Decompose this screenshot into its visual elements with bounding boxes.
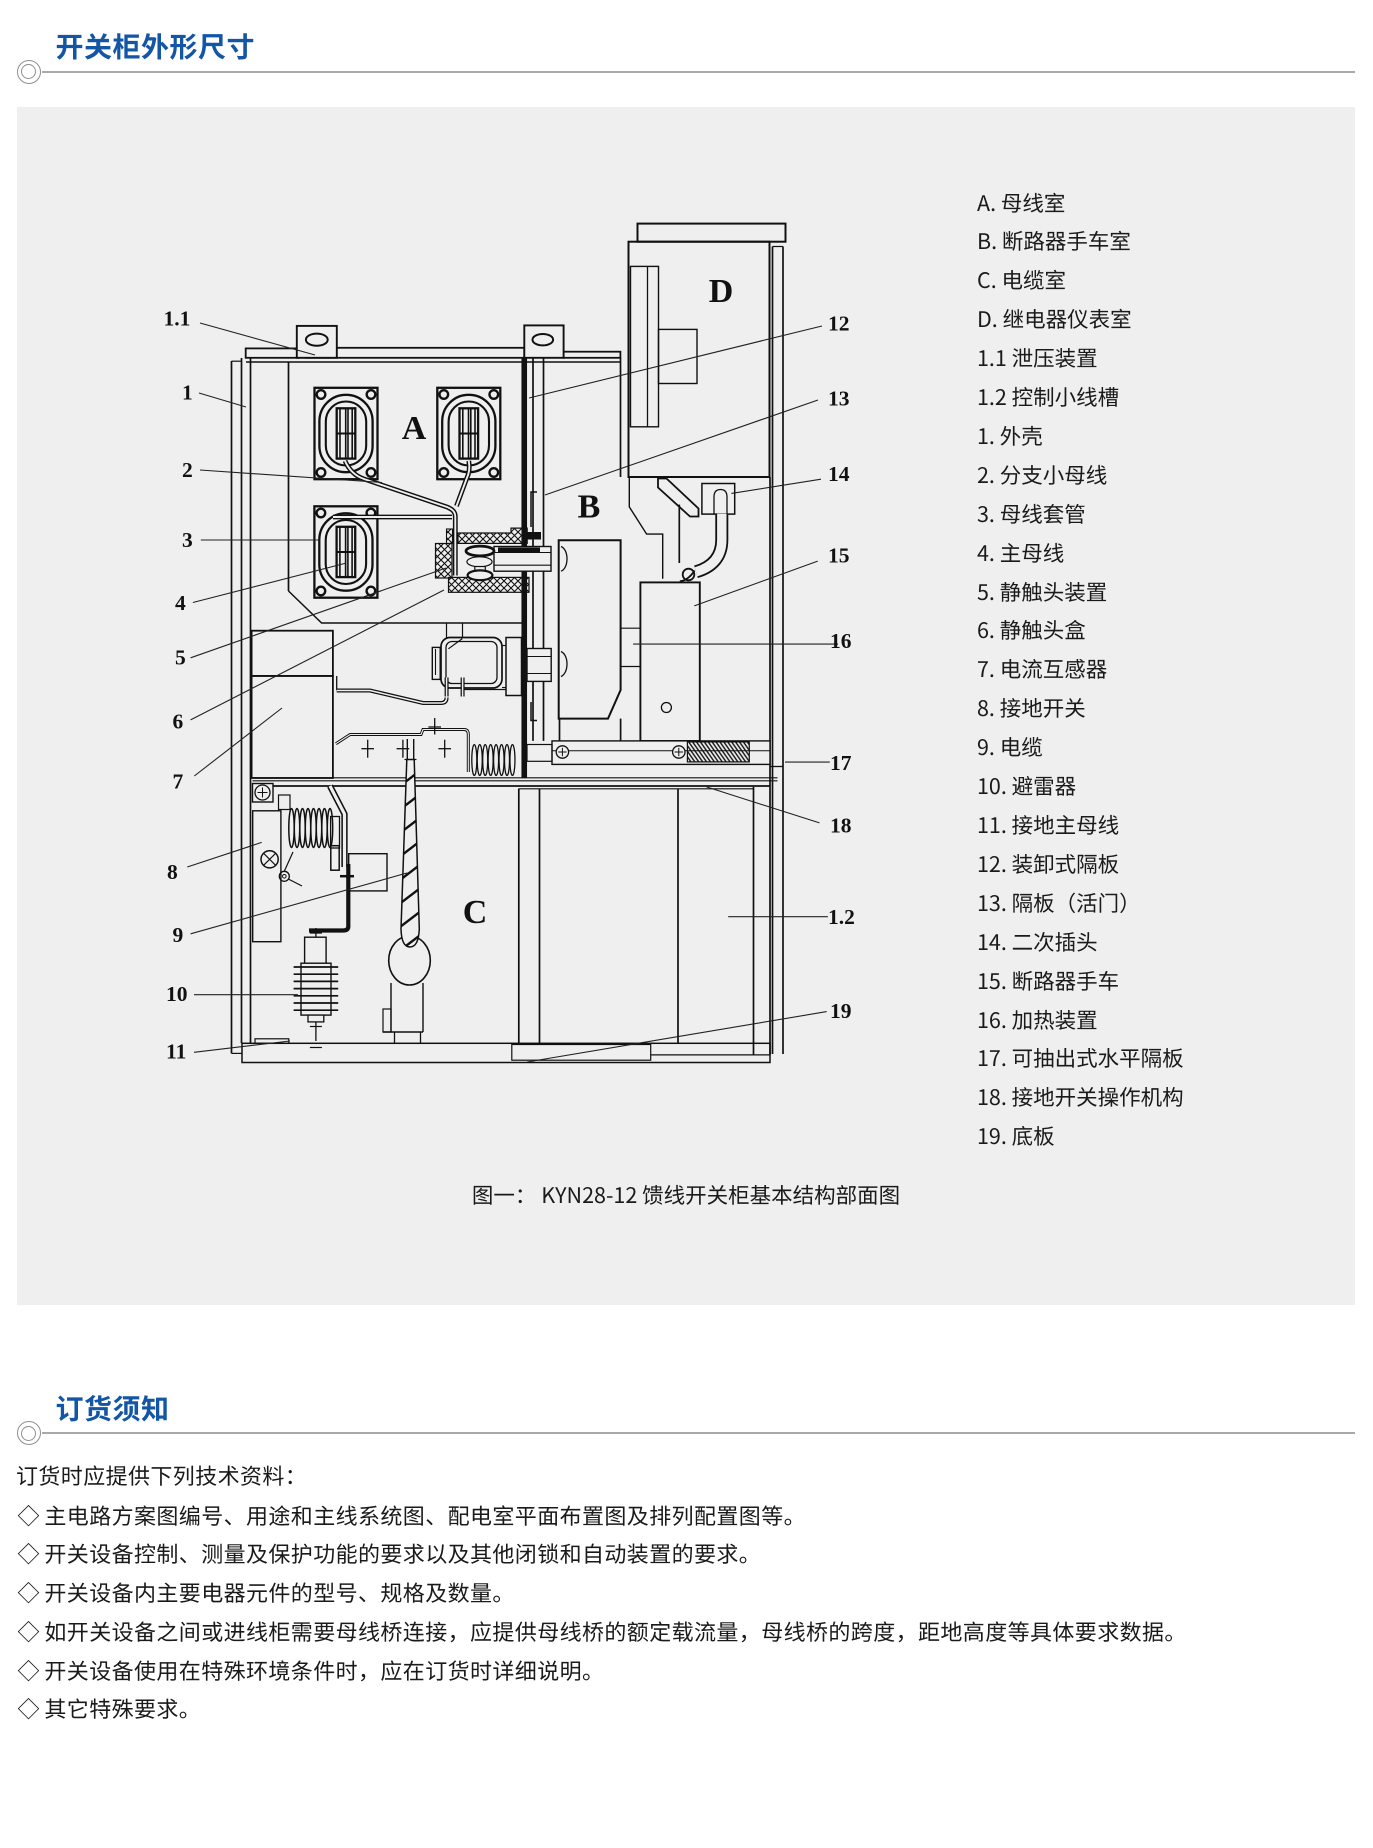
svg-text:17: 17	[830, 751, 852, 775]
svg-text:C: C	[463, 894, 488, 931]
svg-text:10: 10	[166, 982, 188, 1006]
svg-text:5: 5	[175, 646, 186, 670]
svg-text:15: 15	[828, 544, 850, 568]
svg-text:A: A	[402, 410, 427, 447]
svg-text:D: D	[709, 273, 734, 310]
svg-text:9: 9	[173, 923, 184, 947]
svg-text:18: 18	[830, 814, 852, 838]
svg-text:3: 3	[182, 528, 193, 552]
svg-text:19: 19	[830, 999, 852, 1023]
svg-text:1: 1	[182, 381, 193, 405]
svg-text:1.1: 1.1	[164, 307, 191, 331]
svg-text:2: 2	[182, 458, 193, 482]
svg-text:11: 11	[166, 1040, 186, 1064]
svg-text:12: 12	[828, 312, 850, 336]
svg-text:14: 14	[828, 462, 850, 486]
svg-text:8: 8	[167, 860, 178, 884]
svg-text:1.2: 1.2	[828, 905, 855, 929]
svg-text:4: 4	[175, 591, 186, 615]
svg-text:B: B	[578, 489, 601, 526]
svg-text:6: 6	[173, 710, 184, 734]
svg-text:13: 13	[828, 387, 850, 411]
svg-text:7: 7	[173, 770, 184, 794]
svg-text:16: 16	[830, 629, 852, 653]
